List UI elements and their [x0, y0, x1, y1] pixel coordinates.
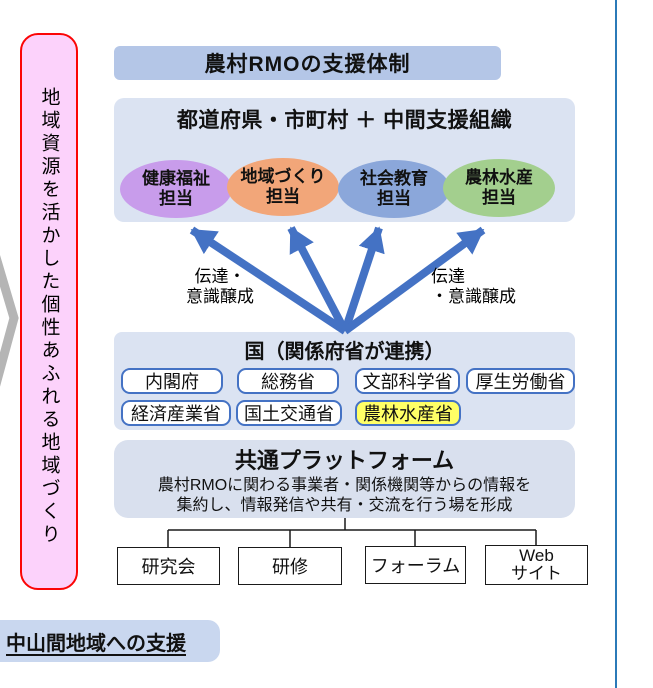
ministry-row-1: 内閣府 総務省 文部科学省 厚生労働省 — [121, 368, 575, 394]
activity-training: 研修 — [238, 547, 342, 585]
role-health-welfare-label: 健康福祉 担当 — [142, 168, 210, 208]
platform-tree-connector — [167, 518, 537, 547]
common-platform-description: 農村RMOに関わる事業者・関係機関等からの情報を 集約し、情報発信や共有・交流を… — [157, 477, 532, 514]
activity-forum: フォーラム — [365, 546, 466, 584]
regional-development-banner: 地域資源を活かした個性あふれる地域づくり — [20, 33, 78, 590]
role-community-building: 地域づくり 担当 — [227, 158, 339, 216]
common-platform-title: 共通プラットフォーム — [234, 448, 455, 473]
ministry-agriculture-forestry-fisheries: 農林水産省 — [355, 400, 461, 426]
prefecture-section-title: 都道府県・市町村 ＋ 中間支援組織 — [176, 109, 513, 132]
label-dissemination-right: 伝達 ・意識醸成 — [431, 267, 516, 307]
prefecture-section: 都道府県・市町村 ＋ 中間支援組織 健康福祉 担当 地域づくり 担当 社会教育 … — [114, 98, 575, 222]
label-dissemination-left: 伝達・ 意識醸成 — [186, 267, 254, 307]
role-social-education-label: 社会教育 担当 — [360, 168, 428, 208]
chusankan-support-heading: 中山間地域への支援 — [6, 632, 186, 655]
national-government-title: 国（関係府省が連携） — [244, 341, 445, 363]
role-health-welfare: 健康福祉 担当 — [120, 160, 232, 218]
ministry-cabinet-office: 内閣府 — [121, 368, 224, 394]
left-edge-chevron-icon — [0, 255, 19, 387]
role-community-building-label: 地域づくり 担当 — [240, 166, 326, 206]
role-social-education: 社会教育 担当 — [338, 160, 450, 218]
activity-website: Web サイト — [485, 545, 588, 585]
banner-vertical-text: 地域資源を活かした個性あふれる地域づくり — [38, 87, 60, 547]
ministry-economy-trade-industry: 経済産業省 — [121, 400, 231, 426]
ministry-land-infrastructure-transport: 国土交通省 — [236, 400, 342, 426]
common-platform-section: 共通プラットフォーム 農村RMOに関わる事業者・関係機関等からの情報を 集約し、… — [114, 440, 575, 518]
ministry-health-labour-welfare: 厚生労働省 — [466, 368, 575, 394]
role-agriculture-forestry-fisheries: 農林水産 担当 — [443, 159, 555, 217]
national-government-section: 国（関係府省が連携） 内閣府 総務省 文部科学省 厚生労働省 経済産業省 国土交… — [114, 332, 575, 430]
diagram-title: 農村RMOの支援体制 — [204, 53, 411, 76]
ministry-internal-affairs: 総務省 — [237, 368, 340, 394]
role-agriculture-label: 農林水産 担当 — [465, 167, 533, 207]
ministry-education-science: 文部科学省 — [355, 368, 461, 394]
activity-study-group: 研究会 — [117, 547, 220, 585]
ministry-row-2: 経済産業省 国土交通省 農林水産省 — [121, 400, 575, 426]
page-border-line — [615, 0, 617, 688]
chusankan-support-heading-bar: 中山間地域への支援 — [0, 620, 220, 662]
diagram-title-bar: 農村RMOの支援体制 — [114, 46, 501, 80]
